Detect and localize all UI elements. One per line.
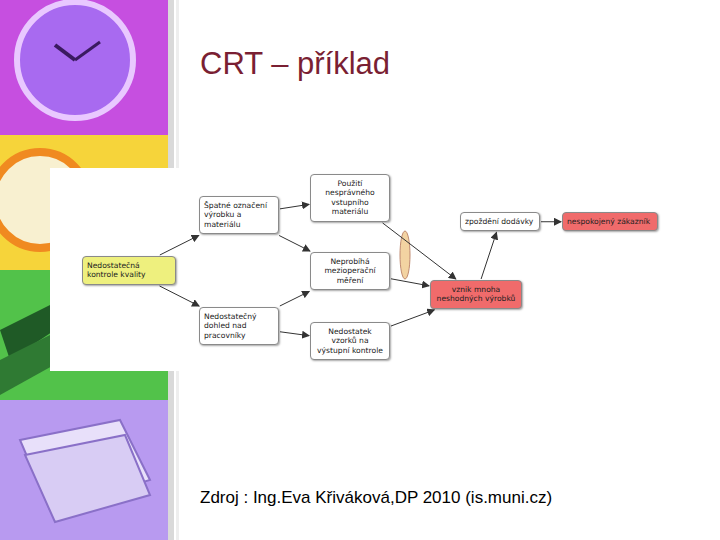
process-box: Neprobíhá mezioperační měření — [310, 252, 390, 290]
source-caption: Zdroj : Ing.Eva Křiváková,DP 2010 (is.mu… — [200, 488, 552, 508]
arrow-connector — [391, 279, 429, 286]
process-box: vznik mnoha neshodných výrobků — [430, 280, 522, 309]
arrow-connector — [160, 235, 199, 255]
purple-panel — [0, 0, 168, 135]
arrow-connector — [383, 223, 456, 279]
arrow-connector — [481, 232, 496, 279]
box-text: nespokojený zákazník — [567, 217, 653, 226]
lavender-panel — [0, 400, 168, 540]
box-text: Nedostatečná kontrole kvality — [87, 261, 171, 280]
box-text: vznik mnoha neshodných výrobků — [435, 285, 517, 304]
arrow-connector — [280, 291, 309, 306]
process-box: nespokojený zákazník — [562, 212, 658, 231]
box-text: Špatné označení výrobku a materiálu — [204, 201, 274, 229]
clock-hand — [55, 45, 75, 60]
slide-title: CRT – příklad — [200, 46, 390, 82]
arrow-connector — [391, 310, 434, 326]
process-box: Nedostatek vzorků na výstupní kontrole — [310, 322, 390, 360]
box-text: Nedostatek vzorků na výstupní kontrole — [315, 327, 385, 355]
process-box: Nedostatečný dohled nad pracovníky — [199, 307, 279, 345]
diagram-ground — [50, 168, 665, 371]
arrow-connector — [279, 235, 310, 251]
process-box: Špatné označení výrobku a materiálu — [199, 196, 279, 234]
arrow-connector — [280, 332, 309, 336]
paper-stack — [25, 435, 150, 522]
clock-hand — [75, 42, 100, 60]
process-box: Použití nesprávného vstupního materiálu — [310, 174, 390, 222]
and-ellipse — [400, 231, 410, 279]
arrow-connector — [541, 221, 561, 222]
box-text: Nedostatečný dohled nad pracovníky — [204, 312, 274, 340]
box-text: Neprobíhá mezioperační měření — [315, 257, 385, 285]
box-text: zpoždění dodávky — [465, 217, 535, 226]
arrow-connector — [160, 286, 200, 306]
clock-face — [17, 2, 133, 118]
box-text: Použití nesprávného vstupního materiálu — [315, 179, 385, 217]
process-box: zpoždění dodávky — [460, 212, 540, 231]
process-box: Nedostatečná kontrole kvality — [82, 256, 176, 285]
arrow-connector — [280, 204, 309, 209]
